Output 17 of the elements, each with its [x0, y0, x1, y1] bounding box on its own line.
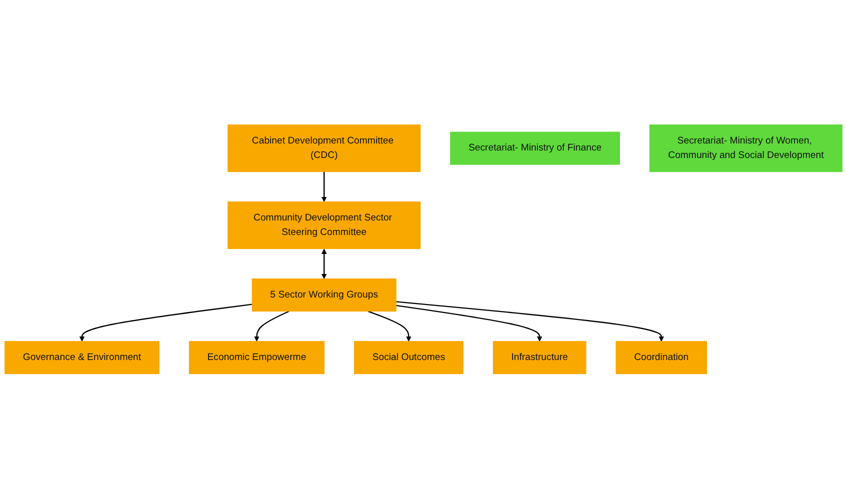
arrow	[396, 301, 664, 342]
node-box: Coordination	[616, 341, 707, 374]
arrow	[254, 310, 290, 342]
node-box: Economic Empowerme	[188, 341, 325, 374]
node-box: Community Development Sector Steering Committee	[228, 202, 421, 250]
arrow	[321, 172, 327, 202]
node-box: Cabinet Development Committee (CDC)	[228, 124, 421, 172]
arrow	[321, 248, 327, 280]
node-box: Secretariat- Ministry of Women, Community and Social Development	[649, 124, 842, 172]
node-box: Infrastructure	[492, 341, 586, 374]
arrow	[396, 305, 542, 342]
arrow	[79, 304, 252, 342]
node-box: Secretariat- Ministry of Finance	[450, 132, 620, 165]
node-box: 5 Sector Working Groups	[252, 278, 396, 312]
arrow	[368, 310, 412, 342]
node-box: Governance & Environment	[4, 341, 160, 374]
node-box: Social Outcomes	[354, 341, 464, 374]
